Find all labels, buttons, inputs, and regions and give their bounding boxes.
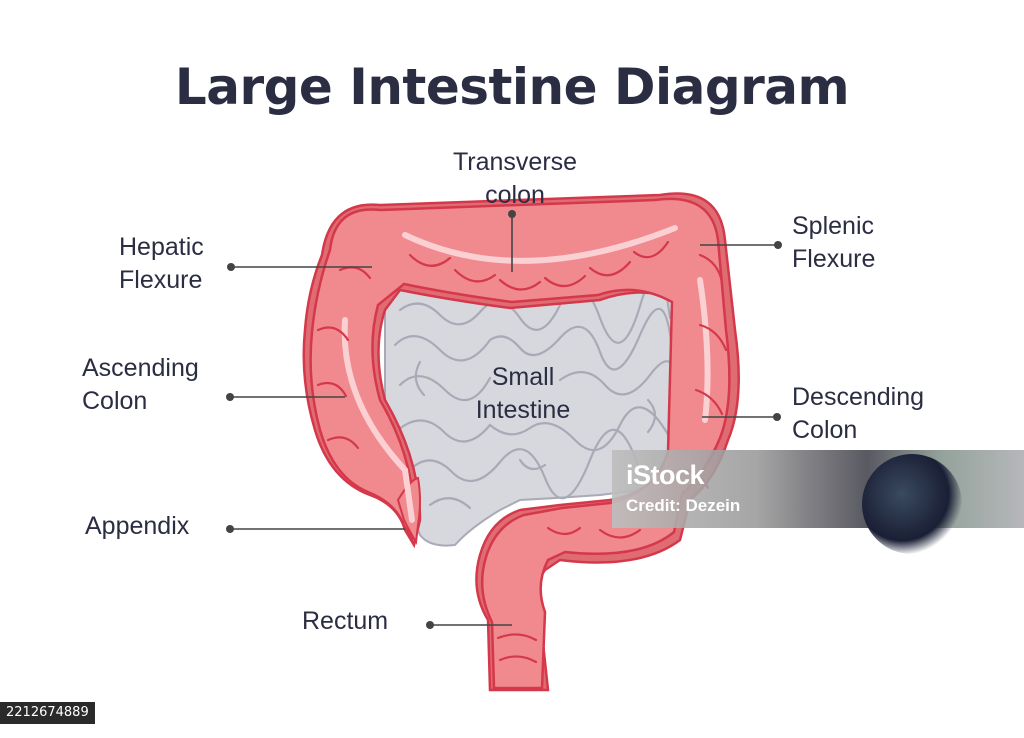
label-line: Flexure [119, 266, 203, 294]
colon-haustra [316, 240, 728, 664]
small-intestine [383, 274, 682, 547]
dot-hepatic-flexure [227, 263, 235, 271]
label-line: colon [485, 181, 545, 209]
dot-ascending-colon [226, 393, 234, 401]
label-line: Ascending [82, 354, 199, 382]
dot-rectum [426, 621, 434, 629]
dot-descending-colon [773, 413, 781, 421]
label-small-intestine: Small Intestine [455, 361, 591, 427]
label-line: Transverse [452, 148, 578, 176]
label-ascending-colon: Ascending Colon [82, 352, 199, 418]
label-line: Hepatic [119, 233, 204, 261]
label-line: Colon [82, 387, 148, 415]
label-line: Splenic [792, 212, 874, 240]
label-line: Small [491, 363, 555, 391]
stock-watermark: iStock Credit: Dezein [612, 450, 1024, 554]
dot-transverse-colon [508, 210, 516, 218]
dot-appendix [226, 525, 234, 533]
label-splenic-flexure: Splenic Flexure [792, 210, 875, 276]
watermark-logo: iStock [626, 460, 705, 490]
watermark-graphic [862, 454, 962, 554]
leader-lines [230, 214, 778, 626]
watermark-credit: Credit: Dezein [626, 496, 741, 515]
label-line: Colon [792, 416, 858, 444]
colon-highlights [341, 225, 711, 523]
leader-dots [226, 210, 782, 629]
stock-id-badge: 2212674889 [0, 702, 95, 724]
label-line: Flexure [792, 245, 876, 273]
dot-splenic-flexure [774, 241, 782, 249]
label-appendix: Appendix [85, 512, 190, 540]
label-transverse-colon: Transverse colon [437, 146, 593, 212]
label-line: Intestine [475, 396, 571, 424]
label-line: Descending [792, 383, 925, 411]
label-rectum: Rectum [302, 607, 389, 635]
label-descending-colon: Descending Colon [792, 381, 924, 447]
diagram-title: Large Intestine Diagram [174, 58, 850, 116]
label-hepatic-flexure: Hepatic Flexure [119, 231, 204, 297]
